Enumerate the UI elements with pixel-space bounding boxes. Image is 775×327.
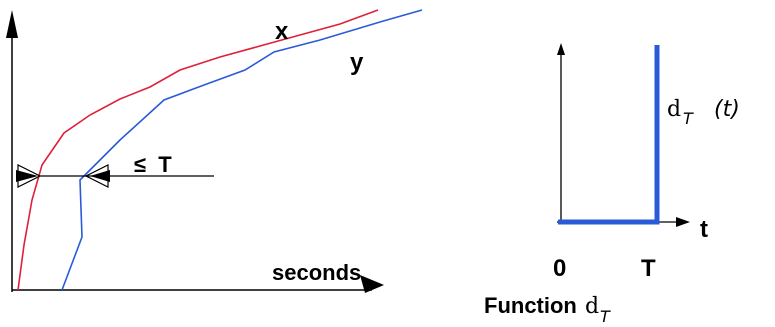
right-y-axis-arrowhead <box>557 43 565 55</box>
left-y-axis-arrowhead <box>6 10 18 38</box>
gap-right-arrowhead-outline <box>84 164 109 188</box>
series-y-curve <box>61 9 423 291</box>
delta-function-line <box>558 45 660 225</box>
left-plot: x y ≤ T seconds <box>6 9 423 293</box>
right-x-axis-arrowhead <box>676 217 690 227</box>
caption-word: Function <box>484 293 577 318</box>
left-x-axis-label: seconds <box>272 260 361 285</box>
gap-left-arrowhead-outline <box>17 164 42 188</box>
gap-label: ≤ T <box>134 152 172 177</box>
gap-left-arrowhead <box>16 170 38 182</box>
right-x-axis-label: t <box>700 216 708 243</box>
delta-subscript: T <box>683 109 694 128</box>
caption-subscript: T <box>600 307 611 326</box>
series-y-label: y <box>350 49 364 76</box>
series-x-curve <box>17 9 379 291</box>
tick-label-zero: 0 <box>553 255 566 282</box>
tick-label-T: T <box>641 255 656 282</box>
gap-right-arrowhead <box>90 170 110 182</box>
right-plot: d T (t) t 0 T Function d T <box>484 43 740 326</box>
delta-argument: (t) <box>714 97 740 122</box>
caption-symbol: d <box>585 294 599 319</box>
delta-symbol: d <box>667 97 681 122</box>
left-x-axis-arrowhead <box>360 275 384 293</box>
series-x-label: x <box>275 18 289 45</box>
